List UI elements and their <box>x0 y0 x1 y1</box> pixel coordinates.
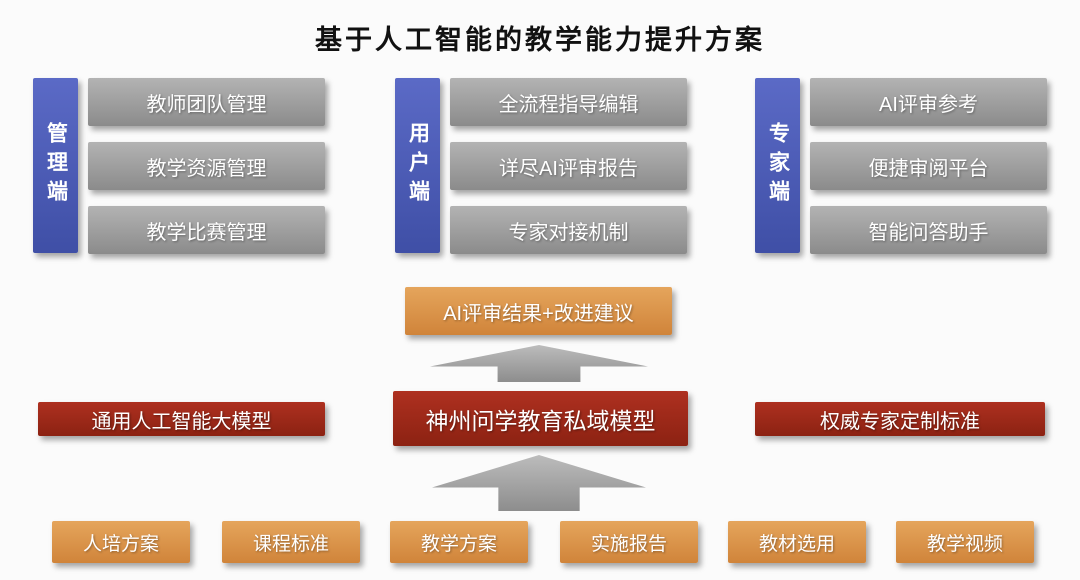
input-curriculum-standard: 课程标准 <box>222 521 360 563</box>
up-arrow-icon <box>432 455 646 511</box>
column-management: 管理端 教师团队管理 教学资源管理 教学比赛管理 <box>33 78 325 254</box>
expert-item-review-platform: 便捷审阅平台 <box>810 142 1047 190</box>
management-item-teacher-team: 教师团队管理 <box>88 78 325 126</box>
side-label-user: 用户端 <box>395 78 440 253</box>
side-label-expert: 专家端 <box>755 78 800 253</box>
user-item-ai-report: 详尽AI评审报告 <box>450 142 687 190</box>
column-user: 用户端 全流程指导编辑 详尽AI评审报告 专家对接机制 <box>395 78 687 254</box>
model-expert-standards: 权威专家定制标准 <box>755 402 1045 436</box>
management-item-competitions: 教学比赛管理 <box>88 206 325 254</box>
model-private-domain: 神州问学教育私域模型 <box>393 391 688 446</box>
user-item-guided-editing: 全流程指导编辑 <box>450 78 687 126</box>
input-teaching-plan: 教学方案 <box>390 521 528 563</box>
input-teaching-video: 教学视频 <box>896 521 1034 563</box>
up-arrow-icon <box>430 345 648 382</box>
side-label-management: 管理端 <box>33 78 78 253</box>
expert-item-ai-reference: AI评审参考 <box>810 78 1047 126</box>
page-title: 基于人工智能的教学能力提升方案 <box>315 25 765 55</box>
management-items: 教师团队管理 教学资源管理 教学比赛管理 <box>88 78 325 254</box>
expert-items: AI评审参考 便捷审阅平台 智能问答助手 <box>810 78 1047 254</box>
model-general-llm: 通用人工智能大模型 <box>38 402 325 436</box>
user-item-expert-link: 专家对接机制 <box>450 206 687 254</box>
input-textbook-selection: 教材选用 <box>728 521 866 563</box>
ai-result-box: AI评审结果+改进建议 <box>405 287 672 335</box>
user-items: 全流程指导编辑 详尽AI评审报告 专家对接机制 <box>450 78 687 254</box>
management-item-resources: 教学资源管理 <box>88 142 325 190</box>
column-expert: 专家端 AI评审参考 便捷审阅平台 智能问答助手 <box>755 78 1047 254</box>
input-implementation-report: 实施报告 <box>560 521 698 563</box>
expert-item-qa-assistant: 智能问答助手 <box>810 206 1047 254</box>
input-training-plan: 人培方案 <box>52 521 190 563</box>
